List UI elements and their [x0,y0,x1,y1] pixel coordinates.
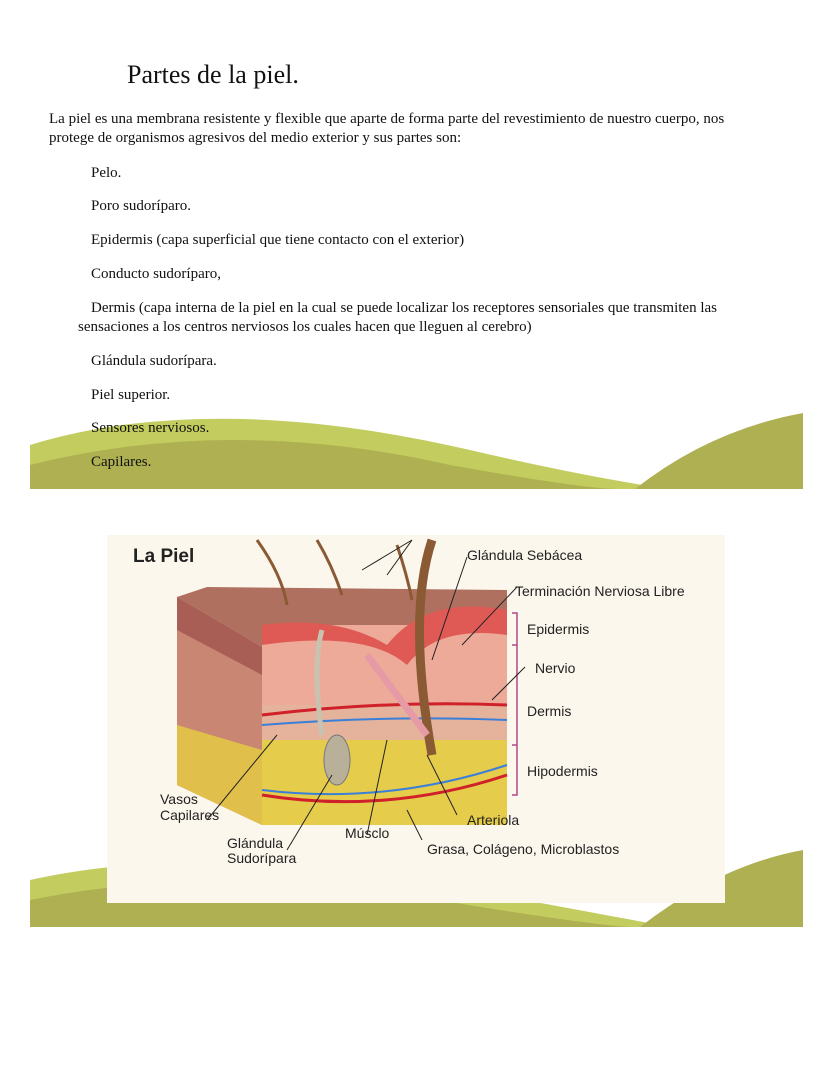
label-capilares: Capilares [160,807,219,823]
label-dermis: Dermis [527,703,571,719]
list-item: Pelo. [91,165,122,181]
label-hipodermis: Hipodermis [527,763,598,779]
label-sudoripara: Sudorípara [227,850,296,866]
skin-diagram: La Piel Glándula Sebácea Terminación Ner… [107,535,725,903]
list-item: Dermis (capa interna de la piel en la cu… [78,300,717,335]
decorative-green-wave-top [30,410,803,489]
list-item: Piel superior. [91,387,171,403]
label-grasa: Grasa, Colágeno, Microblastos [427,841,619,857]
list-item: Epidermis (capa superficial que tiene co… [91,232,465,248]
label-nervio: Nervio [535,660,576,676]
label-terminacion-nerviosa: Terminación Nerviosa Libre [515,583,685,599]
label-glandula: Glándula [227,835,283,851]
page-title: Partes de la piel. [127,60,299,89]
skin-cross-section-illustration: La Piel Glándula Sebácea Terminación Ner… [133,538,685,866]
list-item: Conducto sudoríparo, [91,266,221,282]
list-item: Sensores nerviosos. [91,420,210,436]
intro-paragraph: La piel es una membrana resistente y fle… [49,111,725,146]
list-item: Capilares. [91,454,152,470]
figure-title: La Piel [133,546,194,567]
label-vasos: Vasos [160,791,198,807]
label-glandula-sebacea: Glándula Sebácea [467,547,582,563]
list-item: Glándula sudorípara. [91,353,217,369]
label-musclo: Músclo [345,825,390,841]
list-item: Poro sudoríparo. [91,198,191,214]
label-epidermis: Epidermis [527,621,589,637]
label-arteriola: Arteriola [467,812,519,828]
